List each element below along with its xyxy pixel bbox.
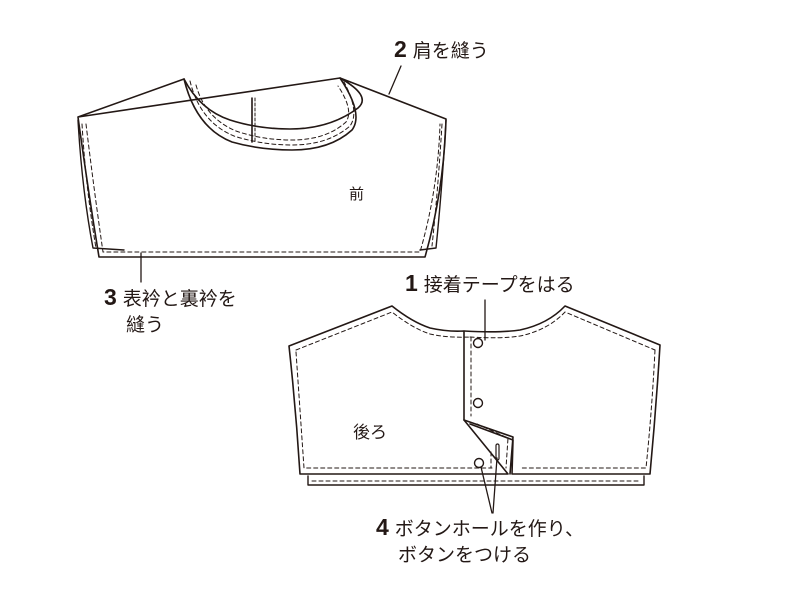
front-collar-outline	[77, 77, 447, 258]
front-collar-piece	[77, 77, 447, 258]
back-collar-lining-strip	[307, 475, 645, 486]
back-collar-piece	[288, 305, 661, 486]
step-4-text-line2: ボタンをつける	[398, 544, 532, 566]
button-icon	[472, 397, 484, 409]
step-3-number: 3	[104, 284, 117, 310]
back-collar-left-outline	[288, 305, 509, 475]
back-piece-label: 後ろ	[353, 423, 387, 443]
step-2-leader-line	[388, 65, 402, 95]
button-icon	[472, 337, 484, 349]
front-collar-neckline	[183, 77, 357, 151]
step-3-text-line2: 縫う	[126, 314, 165, 336]
step-3-text: 表衿と裏衿を	[122, 288, 237, 310]
step-2-number: 2	[394, 36, 407, 62]
front-piece-label: 前	[349, 185, 365, 203]
step-4-leader-line-button	[480, 466, 493, 514]
step-1-number: 1	[405, 270, 418, 296]
front-collar-stitching	[81, 80, 443, 253]
back-collar-stitching	[295, 311, 656, 469]
front-collar-lining-outline-right	[419, 119, 447, 251]
step-1-text: 接着テープをはる	[423, 274, 575, 296]
front-collar-lining-outline	[77, 119, 125, 251]
back-collar-right-outline	[463, 305, 661, 475]
step-2-text: 肩を縫う	[412, 40, 489, 62]
button-icon	[473, 457, 485, 469]
step-4-leader-line-buttonhole	[492, 457, 498, 514]
step-4-number: 4	[376, 514, 389, 540]
step-4-text: ボタンホールを作り、	[394, 518, 585, 540]
